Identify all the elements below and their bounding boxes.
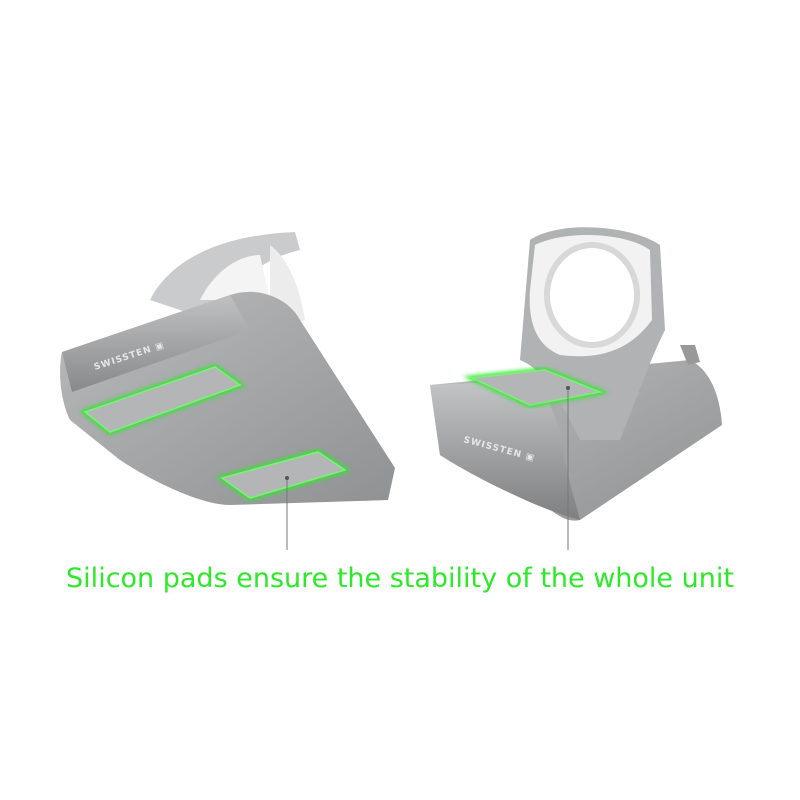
stand-top-view: SWISSTEN ▣ xyxy=(430,227,722,550)
stand-bottom-view: SWISSTEN ▣ xyxy=(60,232,395,550)
silicon-pad xyxy=(79,364,246,435)
caption: Silicon pads ensure the stability of the… xyxy=(66,563,734,594)
silicon-pad xyxy=(216,449,351,501)
